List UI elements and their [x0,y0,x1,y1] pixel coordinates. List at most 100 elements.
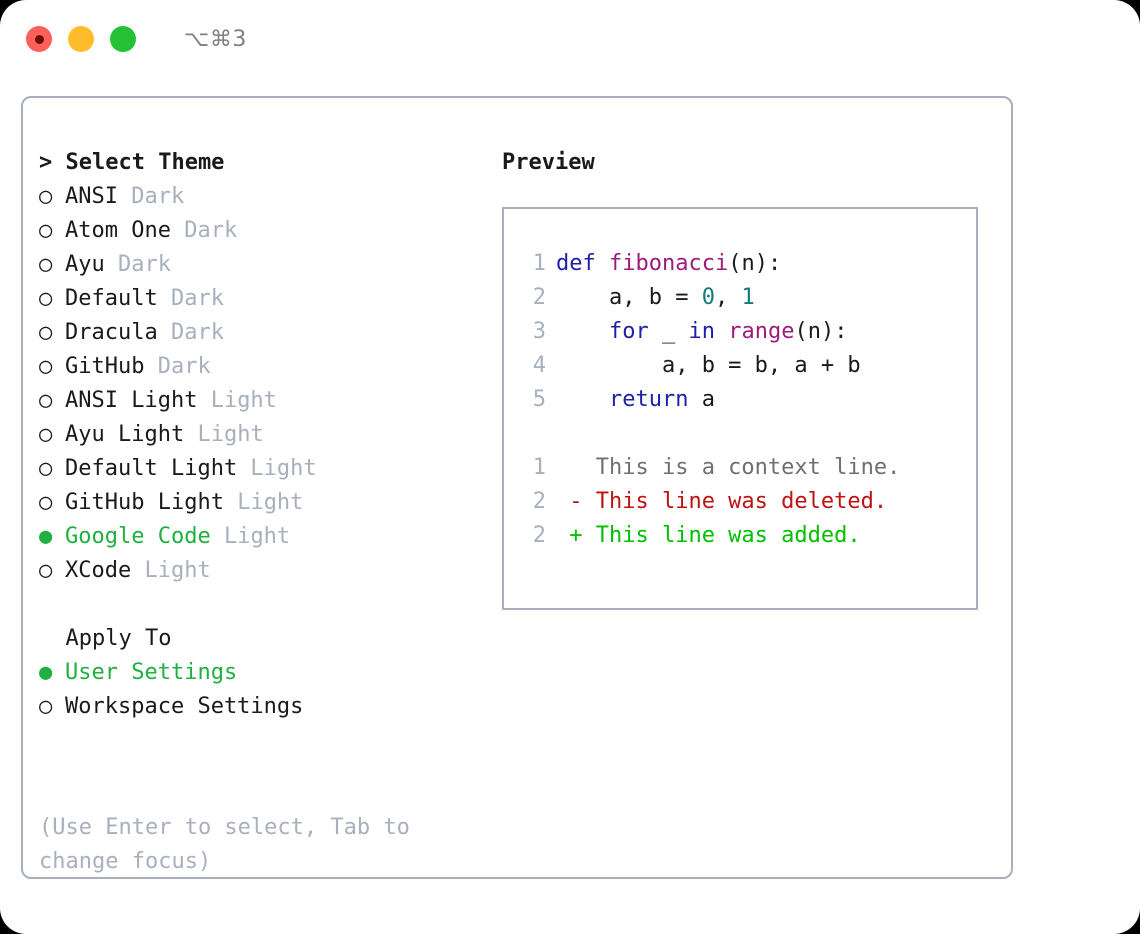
keyboard-shortcut-label: ⌥⌘3 [184,26,247,52]
code-line: 4 a, b = b, a + b [518,349,976,383]
theme-option-label: Default Light [65,456,238,481]
radio-unselected-icon: ○ [39,388,53,413]
apply-option-1[interactable]: ○ Workspace Settings [39,690,489,724]
code-token-pn: (n): [794,319,848,344]
code-line: 2 a, b = 0, 1 [518,281,976,315]
radio-unselected-icon: ○ [39,184,53,209]
code-token-num: 1 [741,285,755,310]
theme-option-11[interactable]: ○XCode Light [39,554,489,588]
theme-option-2[interactable]: ○ Ayu Dark [39,248,489,282]
theme-option-6[interactable]: ○ ANSI Light Light [39,384,489,418]
select-theme-heading: > Select Theme [39,150,225,175]
theme-list[interactable]: ○ANSI Dark○Atom One Dark○Ayu Dark○Defaul… [39,180,489,588]
code-token-num: 0 [701,285,715,310]
code-token-pn: , [714,285,742,310]
radio-unselected-icon: ○ [39,694,53,719]
theme-option-label: Dracula [65,320,158,345]
code-line: 1 def fibonacci(n): [518,247,976,281]
line-number: 1 [532,251,546,276]
radio-unselected-icon: ○ [39,490,53,515]
apply-to-heading: Apply To [39,626,172,651]
minimize-button[interactable] [68,26,94,52]
code-token-pn: a, b = [556,285,702,310]
radio-unselected-icon: ○ [39,252,53,277]
code-token-kw: return [556,387,702,412]
theme-option-tag: Light [184,422,264,447]
theme-option-tag: Dark [104,252,171,277]
window-controls [26,26,136,52]
radio-selected-icon: ● [39,660,53,685]
diff-text: This is a context line. [556,455,901,480]
line-number: 5 [532,387,546,412]
diff-line-del: 2 - This line was deleted. [518,485,976,519]
theme-option-tag: Light [197,388,277,413]
diff-text: + This line was added. [556,523,861,548]
radio-unselected-icon: ○ [39,320,53,345]
theme-option-tag: Light [131,558,211,583]
diff-line-ctx: 1 This is a context line. [518,451,976,485]
diff-line-add: 2 + This line was added. [518,519,976,553]
theme-option-label: Default [65,286,158,311]
theme-option-label: ANSI Light [65,388,198,413]
theme-option-tag: Light [223,490,304,515]
theme-option-tag: Dark [117,184,185,209]
radio-selected-icon: ● [39,524,53,549]
diff-text: - This line was deleted. [556,489,888,514]
theme-option-8[interactable]: ○Default Light Light [39,452,489,486]
theme-option-4[interactable]: ○ Dracula Dark [39,316,489,350]
code-token-pn: a [701,387,715,412]
radio-unselected-icon: ○ [39,218,53,243]
theme-selector-column: > Select Theme ○ANSI Dark○Atom One Dark○… [39,146,489,724]
code-token-fn: range [728,319,795,344]
theme-option-label: ANSI [65,184,118,209]
theme-option-label: GitHub Light [65,490,224,515]
radio-unselected-icon: ○ [39,422,53,447]
theme-option-9[interactable]: ○ GitHub Light Light [39,486,489,520]
code-token-kw: def [556,251,609,276]
keyboard-hint: (Use Enter to select, Tab to change focu… [39,815,424,874]
line-number: 4 [532,353,546,378]
diff-sample: 1 This is a context line.2 - This line w… [518,451,976,553]
apply-to-list[interactable]: ●User Settings ○ Workspace Settings [39,656,489,724]
code-token-pn: (n): [728,251,782,276]
theme-option-3[interactable]: ○Default Dark [39,282,489,316]
line-number: 3 [532,319,546,344]
line-number: 2 [532,523,546,548]
main-panel: > Select Theme ○ANSI Dark○Atom One Dark○… [21,96,1013,879]
theme-option-10[interactable]: ● Google Code Light [39,520,489,554]
code-line: 5 return a [518,383,976,417]
close-button[interactable] [26,26,52,52]
theme-option-label: Ayu [65,252,105,277]
code-token-kw: for [556,319,662,344]
preview-heading: Preview [502,150,595,175]
theme-option-5[interactable]: ○GitHub Dark [39,350,489,384]
diff-spacer [518,417,976,451]
theme-option-label: Ayu Light [65,422,185,447]
apply-option-label: Workspace Settings [65,694,304,719]
theme-option-tag: Dark [144,354,211,379]
radio-unselected-icon: ○ [39,456,53,481]
code-token-pn: _ [661,319,689,344]
radio-unselected-icon: ○ [39,558,53,583]
theme-option-tag: Dark [157,320,224,345]
apply-option-0[interactable]: ●User Settings [39,656,489,690]
maximize-button[interactable] [110,26,136,52]
theme-option-label: Atom One [65,218,171,243]
line-number: 2 [532,285,546,310]
code-token-pn: a, b = b, a + b [556,353,861,378]
theme-option-label: Google Code [65,524,211,549]
line-number: 1 [532,455,546,480]
code-token-fn: fibonacci [608,251,729,276]
code-token-kw: in [688,319,729,344]
theme-option-7[interactable]: ○ Ayu Light Light [39,418,489,452]
theme-option-0[interactable]: ○ ANSI Dark [39,180,489,214]
theme-option-1[interactable]: ○ Atom One Dark [39,214,489,248]
theme-option-tag: Dark [170,218,238,243]
theme-option-tag: Light [210,524,291,549]
section-spacer [39,588,489,622]
line-number: 2 [532,489,546,514]
